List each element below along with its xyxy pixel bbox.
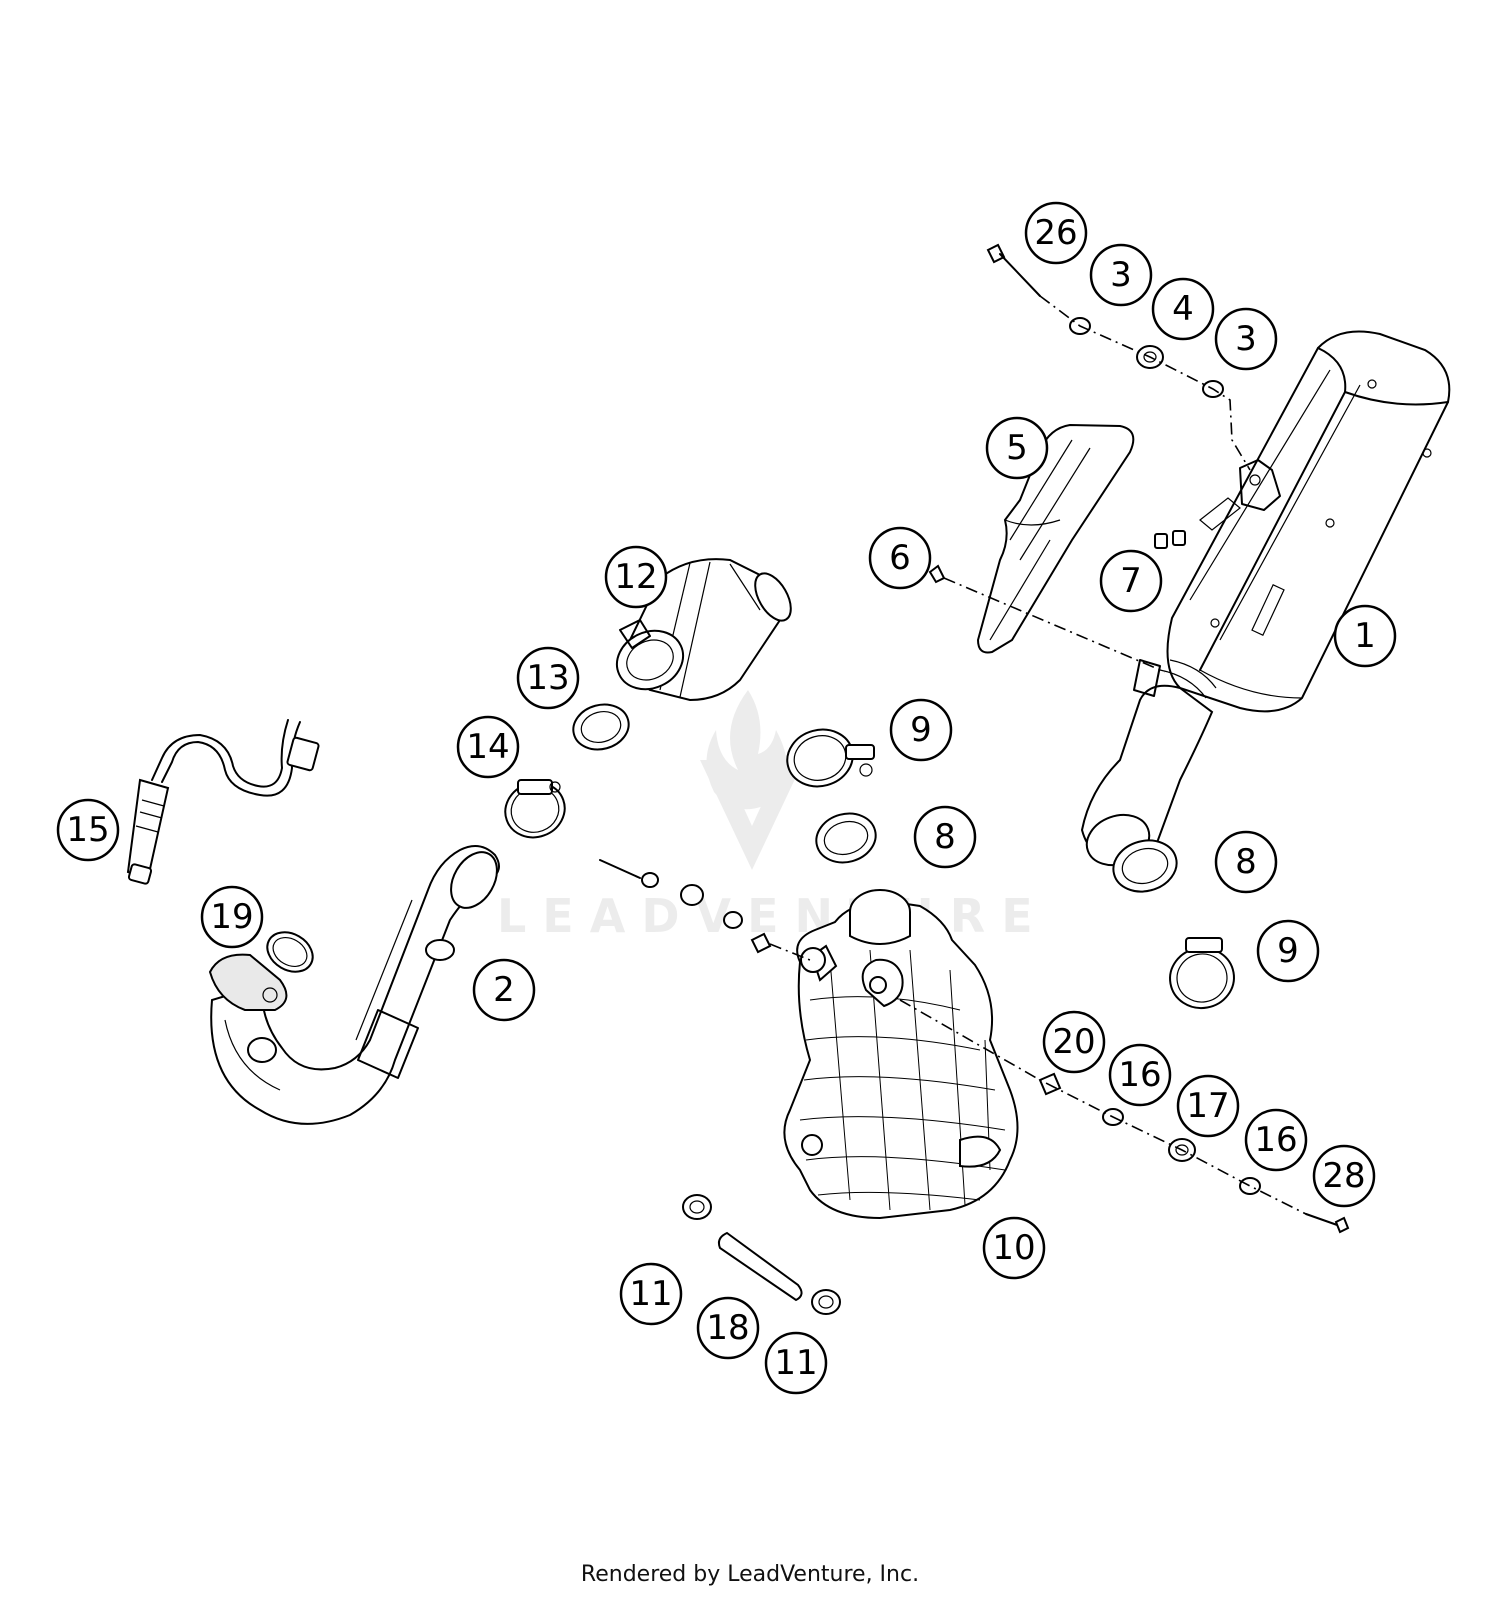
svg-text:16: 16	[1254, 1120, 1297, 1160]
svg-text:8: 8	[934, 817, 956, 857]
callout-2: 2	[472, 958, 536, 1022]
part-9-clamp-b	[1169, 937, 1235, 1010]
callout-14: 14	[456, 715, 520, 779]
part-6-screw	[928, 564, 946, 584]
callout-1: 1	[1333, 604, 1397, 668]
svg-text:11: 11	[629, 1274, 672, 1314]
callout-9-upper: 9	[889, 698, 953, 762]
callout-16-lower: 16	[1244, 1108, 1308, 1172]
callout-5: 5	[985, 416, 1049, 480]
callout-11-right: 11	[764, 1331, 828, 1395]
svg-text:9: 9	[1277, 931, 1299, 971]
callout-10: 10	[982, 1216, 1046, 1280]
part-2-header-pipe	[208, 845, 500, 1125]
callout-28: 28	[1312, 1144, 1376, 1208]
callout-11-left: 11	[619, 1262, 683, 1326]
svg-text:5: 5	[1006, 428, 1028, 468]
part-5-heat-shield	[976, 423, 1135, 654]
svg-text:17: 17	[1186, 1086, 1229, 1126]
part-14-clamp	[504, 779, 566, 839]
svg-text:4: 4	[1172, 289, 1194, 329]
svg-text:7: 7	[1120, 561, 1142, 601]
part-19-gasket	[266, 931, 314, 973]
callout-13: 13	[516, 646, 580, 710]
callout-17: 17	[1176, 1074, 1240, 1138]
svg-text:12: 12	[614, 557, 657, 597]
part-10-pre-silencer	[783, 889, 1019, 1220]
svg-text:8: 8	[1235, 842, 1257, 882]
svg-text:20: 20	[1052, 1022, 1095, 1062]
part-20-nut	[1038, 1072, 1062, 1096]
callout-12: 12	[604, 545, 668, 609]
svg-text:6: 6	[889, 538, 911, 578]
svg-text:11: 11	[774, 1343, 817, 1383]
svg-text:28: 28	[1322, 1156, 1365, 1196]
mount-bolt-set-upper	[599, 859, 772, 954]
callout-20: 20	[1042, 1010, 1106, 1074]
part-12-catalyst	[615, 558, 792, 702]
footer-credit: Rendered by LeadVenture, Inc.	[580, 1562, 920, 1587]
part-8-gasket-b	[1112, 839, 1178, 893]
part-13-gasket	[572, 703, 630, 751]
svg-text:3: 3	[1235, 319, 1257, 359]
svg-text:18: 18	[706, 1308, 749, 1348]
part-16-washer-b	[1239, 1177, 1261, 1195]
part-15-oxygen-sensor	[126, 719, 320, 885]
callout-8-left: 8	[913, 805, 977, 869]
callout-15: 15	[56, 798, 120, 862]
watermark-text: LEADVENTURE	[497, 889, 1049, 943]
part-18-sleeve	[717, 1231, 803, 1302]
part-11-bushing-a	[682, 1194, 712, 1220]
callout-16-upper: 16	[1108, 1043, 1172, 1107]
alignment-lines	[769, 295, 1307, 1215]
part-9-clamp-a	[786, 728, 875, 788]
svg-text:15: 15	[66, 810, 109, 850]
part-26-bolt	[986, 243, 1041, 297]
svg-text:10: 10	[992, 1228, 1035, 1268]
svg-text:2: 2	[493, 970, 515, 1010]
callout-8-right: 8	[1214, 830, 1278, 894]
part-7-clips	[1154, 530, 1186, 549]
part-28-bolt	[1305, 1213, 1350, 1234]
callout-6: 6	[868, 526, 932, 590]
callout-7: 7	[1099, 549, 1163, 613]
callout-3-upper-left: 3	[1089, 243, 1153, 307]
svg-text:26: 26	[1034, 213, 1077, 253]
part-1-muffler	[1080, 330, 1451, 867]
svg-text:3: 3	[1110, 255, 1132, 295]
svg-text:1: 1	[1354, 616, 1376, 656]
svg-text:9: 9	[910, 710, 932, 750]
callout-4: 4	[1151, 277, 1215, 341]
svg-text:14: 14	[466, 727, 509, 767]
part-8-gasket-a	[815, 812, 877, 864]
callout-26: 26	[1024, 201, 1088, 265]
part-11-bushing-b	[811, 1289, 841, 1315]
callout-3-upper-right: 3	[1214, 307, 1278, 371]
svg-text:16: 16	[1118, 1055, 1161, 1095]
svg-text:13: 13	[526, 658, 569, 698]
callout-18: 18	[696, 1296, 760, 1360]
callout-19: 19	[200, 885, 264, 949]
svg-text:19: 19	[210, 897, 253, 937]
callout-9-lower: 9	[1256, 919, 1320, 983]
